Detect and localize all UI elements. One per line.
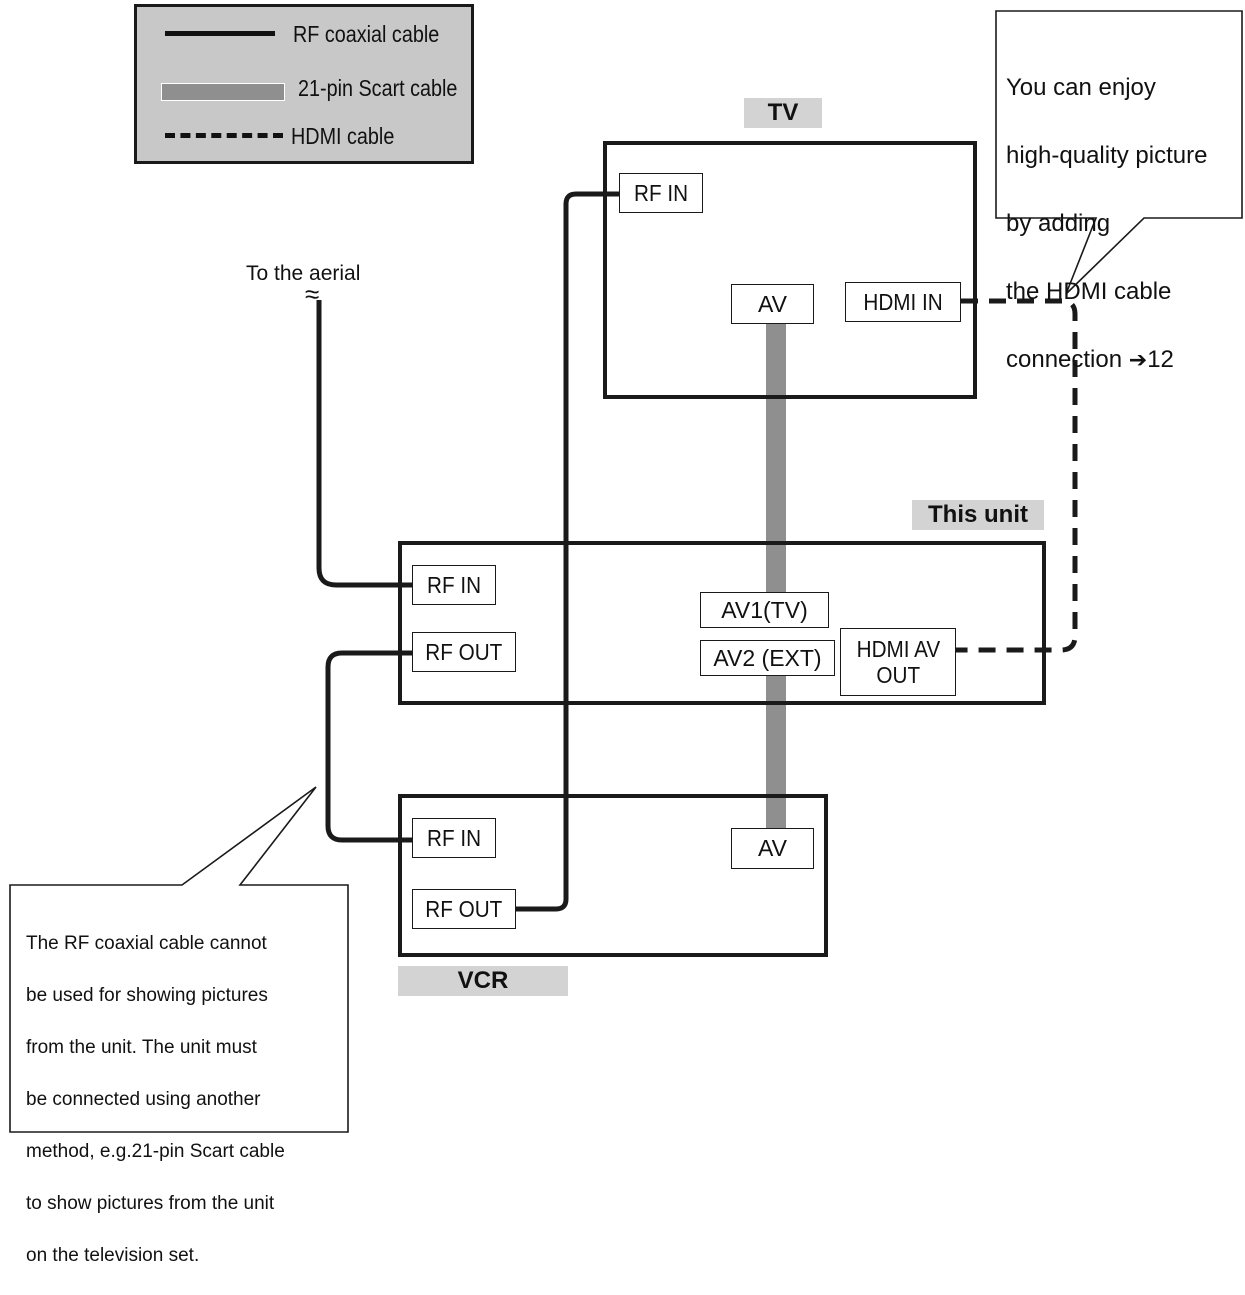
unit-hdmi-av-out-label-line1: HDMI AV	[856, 636, 940, 662]
unit-av2-port: AV2 (EXT)	[700, 640, 835, 676]
tv-label: TV	[744, 98, 822, 128]
unit-rf-in-label: RF IN	[426, 571, 482, 598]
this-unit-box	[398, 541, 1046, 705]
vcr-rf-in-label: RF IN	[426, 824, 482, 851]
hdmi-cable	[956, 298, 1078, 653]
unit-rf-in-port: RF IN	[412, 565, 496, 605]
unit-av2-label: AV2 (EXT)	[713, 644, 822, 671]
tv-rf-in-label: RF IN	[633, 179, 689, 206]
scart-cable-unit-vcr	[766, 676, 786, 828]
rf-note-line: be used for showing pictures	[26, 985, 268, 1006]
unit-rf-out-label: RF OUT	[425, 638, 503, 665]
rf-cable-swatch	[165, 31, 275, 36]
tv-hdmi-in-label: HDMI IN	[863, 288, 943, 315]
vcr-label: VCR	[398, 966, 568, 996]
rf-cable-legend-label: RF coaxial cable	[293, 21, 440, 47]
unit-rf-out-port: RF OUT	[412, 632, 516, 672]
rf-note-line: The RF coaxial cable cannot	[26, 933, 267, 954]
hdmi-cable-swatch	[165, 133, 283, 138]
rf-cable-unit-vcr	[325, 650, 412, 843]
tv-av-port: AV	[731, 284, 814, 324]
rf-cable-vcr-tv	[516, 191, 619, 912]
rf-note-line: from the unit. The unit must	[26, 1037, 257, 1058]
unit-hdmi-av-out-port: HDMI AV OUT	[840, 628, 956, 696]
vcr-rf-out-port: RF OUT	[412, 889, 516, 929]
hdmi-tip-line: connection	[1006, 346, 1123, 373]
vcr-box	[398, 794, 828, 957]
vcr-rf-in-port: RF IN	[412, 818, 496, 858]
this-unit-label: This unit	[912, 500, 1044, 530]
hdmi-tip-callout-box	[995, 10, 1243, 295]
rf-note-line: method, e.g.21-pin Scart cable	[26, 1141, 285, 1162]
rf-note-text: The RF coaxial cable cannot be used for …	[26, 905, 285, 1295]
unit-av1-label: AV1(TV)	[721, 596, 808, 623]
rf-note-callout-box	[9, 786, 349, 1133]
rf-note-line: be connected using another	[26, 1089, 261, 1110]
aerial-label: To the aerial	[246, 262, 361, 285]
vcr-av-label: AV	[758, 835, 787, 861]
tv-rf-in-port: RF IN	[619, 173, 703, 213]
hdmi-cable-legend-label: HDMI cable	[291, 123, 395, 149]
rf-note-line: on the television set.	[26, 1245, 200, 1266]
cable-layer	[9, 10, 1243, 1133]
rf-cable-aerial-unit	[316, 300, 412, 588]
scart-cable-swatch	[161, 83, 285, 101]
connection-diagram: RF coaxial cable 21-pin Scart cable HDMI…	[9, 4, 1243, 1266]
unit-av1-port: AV1(TV)	[700, 592, 829, 628]
hdmi-tip-line: the HDMI cable	[1006, 278, 1172, 305]
aerial-icon: ≈	[305, 279, 320, 309]
vcr-av-port: AV	[731, 828, 814, 869]
page-reference: 12	[1147, 346, 1174, 373]
unit-hdmi-av-out-label-line2: OUT	[876, 662, 920, 688]
rf-note-line: to show pictures from the unit	[26, 1193, 275, 1214]
tv-av-label: AV	[758, 290, 787, 317]
hdmi-tip-line: You can enjoy	[1006, 74, 1156, 101]
hdmi-tip-last-line: connection ➔12	[1006, 343, 1207, 377]
tv-box	[603, 141, 977, 399]
tv-hdmi-in-port: HDMI IN	[845, 282, 961, 322]
hdmi-tip-line: high-quality picture	[1006, 142, 1208, 169]
vcr-rf-out-label: RF OUT	[425, 895, 503, 922]
cable-legend: RF coaxial cable 21-pin Scart cable HDMI…	[134, 4, 474, 164]
hdmi-tip-line: by adding	[1006, 210, 1111, 237]
arrow-right-icon: ➔	[1128, 347, 1148, 372]
scart-cable-legend-label: 21-pin Scart cable	[298, 75, 458, 101]
hdmi-tip-text: You can enjoy high-quality picture by ad…	[1006, 37, 1207, 411]
scart-cable-tv-unit	[766, 324, 786, 592]
